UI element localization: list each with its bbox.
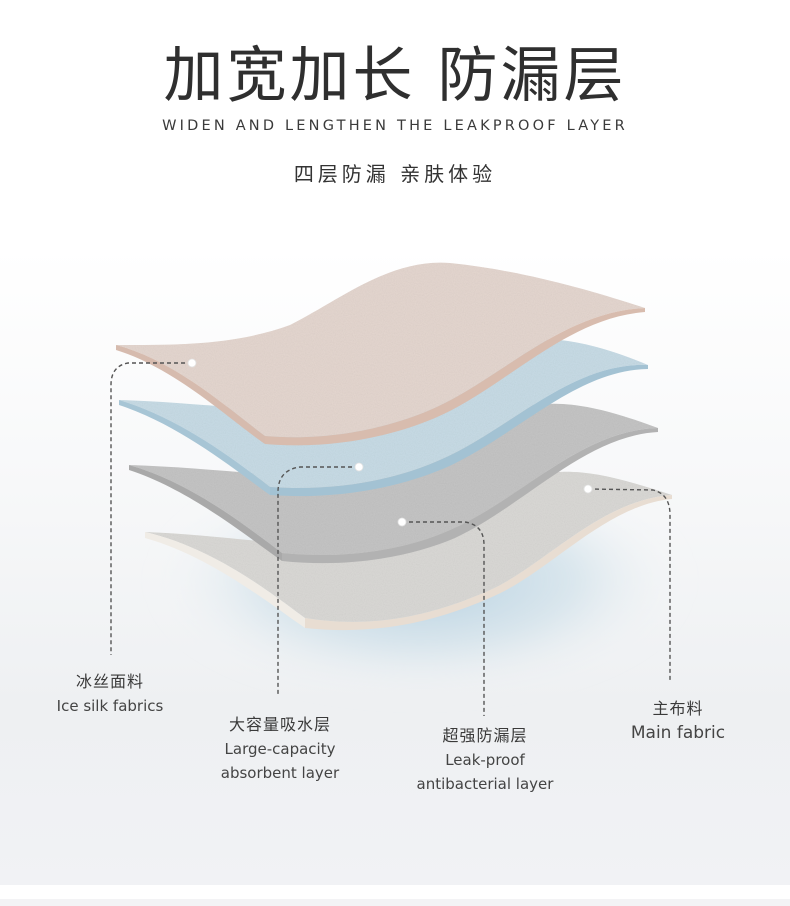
label-en: Main fabric xyxy=(630,723,726,743)
label-en: absorbent layer xyxy=(220,764,340,782)
leader-line-ice-silk xyxy=(110,362,192,655)
marker-dot-absorbent xyxy=(354,462,364,472)
layer-diagram xyxy=(110,262,680,716)
leader-line-absorbent xyxy=(277,466,359,695)
label-leak-proof: 超强防漏层 Leak-proof antibacterial layer xyxy=(405,724,565,796)
label-absorbent: 大容量吸水层 Large-capacity absorbent layer xyxy=(200,713,360,785)
bottom-divider xyxy=(0,899,790,906)
layer-ice-silk xyxy=(116,262,645,446)
label-cn: 大容量吸水层 xyxy=(228,715,331,734)
chinese-subtitle: 四层防漏 亲肤体验 xyxy=(293,162,497,186)
leader-lines xyxy=(110,362,671,716)
label-en: Ice silk fabrics xyxy=(56,697,164,715)
label-cn: 超强防漏层 xyxy=(442,726,528,745)
marker-dot-ice-silk xyxy=(187,358,197,368)
english-subtitle: WIDEN AND LENGTHEN THE LEAKPROOF LAYER xyxy=(162,118,628,134)
label-en: Large-capacity xyxy=(224,740,336,758)
label-main-fabric: 主布料 Main fabric xyxy=(598,697,758,745)
leader-line-leak-proof xyxy=(402,521,485,716)
label-en: antibacterial layer xyxy=(416,775,554,793)
marker-dot-leak-proof xyxy=(397,517,407,527)
label-cn: 主布料 xyxy=(652,699,704,718)
page-title: 加宽加长 防漏层 xyxy=(163,41,627,111)
label-en: Leak-proof xyxy=(445,751,525,769)
marker-dot-main-fabric xyxy=(583,484,593,494)
label-cn: 冰丝面料 xyxy=(75,672,144,691)
label-ice-silk: 冰丝面料 Ice silk fabrics xyxy=(30,670,190,718)
leader-line-main-fabric xyxy=(587,488,671,680)
